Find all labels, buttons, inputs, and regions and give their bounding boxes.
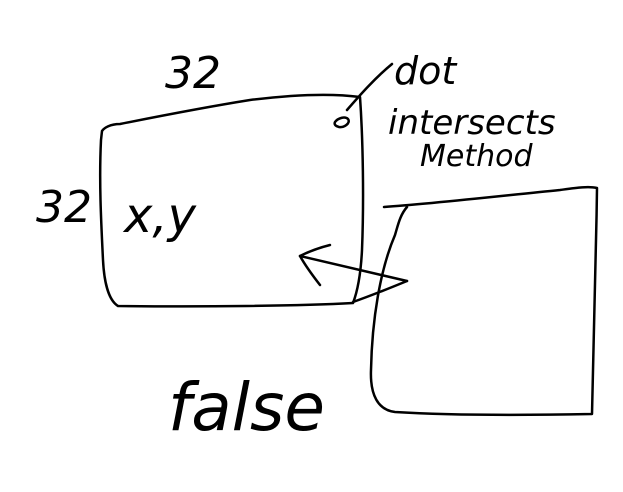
top-width-label: 32 [165,48,221,99]
dot-leader-line [345,62,394,112]
dot-mark [333,116,350,129]
annotation-dot-label: dot [394,49,458,93]
left-height-label: 32 [36,182,92,233]
other-shape [369,185,599,417]
result-false-label: false [168,369,325,446]
arrow-lower-line [351,279,409,304]
annotation-method-label: Method [420,139,533,174]
coordinates-label: x,y [122,188,197,244]
arrow-head [298,243,332,287]
square-box [98,93,365,308]
annotation-intersects-label: intersects [388,103,556,143]
arrow-shaft [298,254,409,283]
